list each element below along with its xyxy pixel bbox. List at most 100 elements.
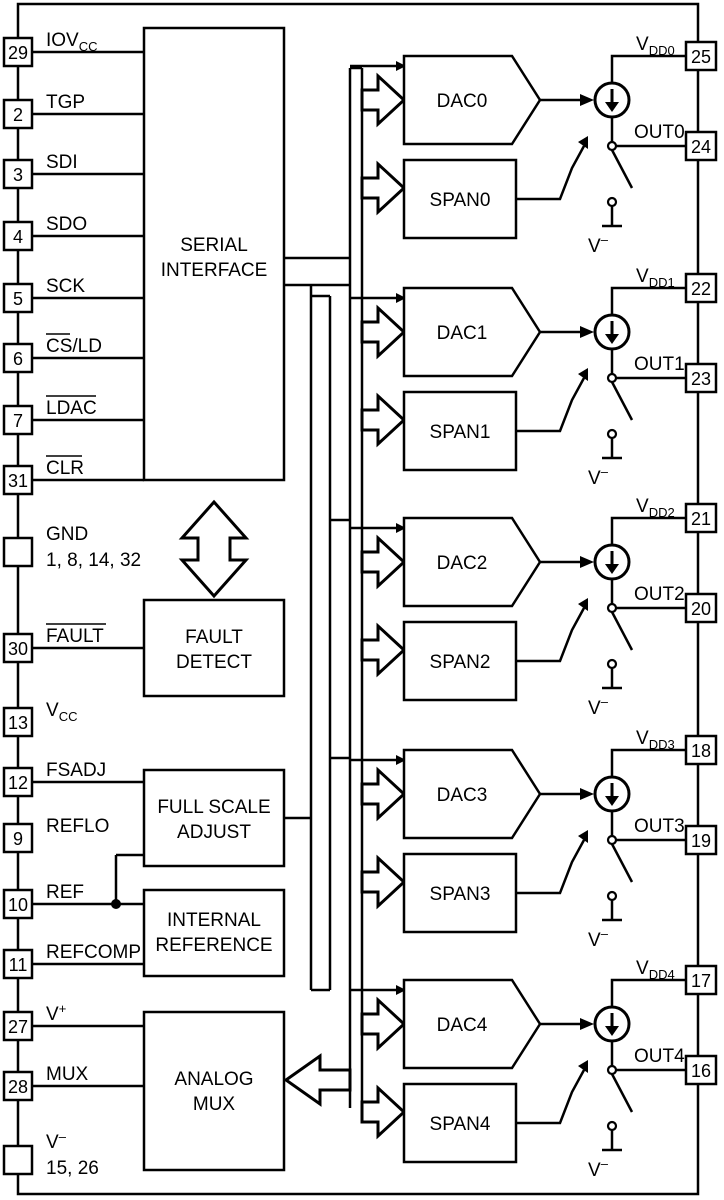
- left-pin-group: 29IOVCC2TGP3SDI4SDO5SCK6CS/LD7LDAC31CLRG…: [2, 30, 144, 1179]
- vminus-label: V–: [588, 1156, 609, 1181]
- pin-number: 3: [13, 165, 23, 185]
- vdd-pin: 25: [684, 40, 718, 72]
- dac-block: DAC4: [402, 978, 542, 1070]
- pin-label: CS/LD: [46, 336, 102, 357]
- current-source-icon: [593, 775, 631, 813]
- pin-label: VCC: [46, 700, 77, 724]
- dac-input-arrow: [360, 534, 407, 590]
- pin-10-13: 10 REF: [2, 882, 116, 920]
- full-scale-adjust-block: FULL SCALE ADJUST: [142, 768, 286, 868]
- pin-number: 4: [13, 227, 23, 247]
- vdd-pin-number: 22: [691, 279, 711, 299]
- out-pin-number: 20: [691, 599, 711, 619]
- serial-interface-label-1: SERIAL: [180, 235, 248, 256]
- span-label: SPAN0: [430, 190, 491, 211]
- pin-label: REF: [46, 882, 84, 903]
- vdd-label: VDD4: [636, 958, 675, 982]
- pin-number: 28: [8, 1077, 28, 1097]
- vdd-subscript: DD1: [649, 275, 675, 290]
- out-pin-number: 19: [691, 831, 711, 851]
- out-pin: 16: [684, 1054, 718, 1086]
- switch-blade: [610, 611, 634, 651]
- current-source-icon: [593, 543, 631, 581]
- ref-junction: [111, 853, 144, 909]
- full-scale-adjust-label-2: ADJUST: [177, 822, 251, 843]
- serial-interface-block: SERIAL INTERFACE: [142, 26, 286, 482]
- vdd-label: VDD2: [636, 496, 675, 520]
- pin-number: 30: [8, 639, 28, 659]
- vdd-prefix: V: [636, 496, 649, 517]
- dac-label: DAC2: [437, 553, 488, 574]
- vminus-label: V–: [588, 694, 609, 719]
- pin-label: GND: [46, 524, 88, 545]
- span-input-arrow: [360, 160, 407, 216]
- out-label: OUT0: [634, 122, 685, 143]
- vdd-pin-number: 17: [691, 971, 711, 991]
- pin-13-10: 13 VCC: [2, 700, 77, 738]
- out-pin-number: 23: [691, 369, 711, 389]
- pin-label: V+: [46, 1001, 66, 1025]
- vdd-subscript: DD0: [649, 43, 675, 58]
- out-pin-number: 16: [691, 1061, 711, 1081]
- vdd-pin-number: 21: [691, 509, 711, 529]
- vdd-subscript: DD2: [649, 505, 675, 520]
- span-label: SPAN4: [430, 1114, 491, 1135]
- switch-blade: [610, 149, 634, 189]
- span-label: SPAN1: [430, 422, 491, 443]
- full-scale-adjust-label-1: FULL SCALE: [157, 797, 270, 818]
- vdd-prefix: V: [636, 34, 649, 55]
- switch-blade: [610, 1073, 634, 1113]
- vdd-pin-number: 25: [691, 47, 711, 67]
- internal-reference-block: INTERNAL REFERENCE: [142, 888, 286, 978]
- dac-block: DAC3: [402, 748, 542, 840]
- switch-blade: [610, 843, 634, 883]
- vdd-label: VDD0: [636, 34, 675, 58]
- dac-label: DAC4: [437, 1015, 488, 1036]
- vdd-pin: 18: [684, 734, 718, 766]
- vdd-pin-number: 18: [691, 741, 711, 761]
- span-input-arrow: [360, 392, 407, 448]
- pin-label-pins: 15, 26: [46, 1158, 99, 1179]
- internal-bus: [284, 66, 364, 1108]
- pin-number: 9: [13, 829, 23, 849]
- internal-reference-label-1: INTERNAL: [167, 910, 261, 931]
- current-source-icon: [593, 81, 631, 119]
- dac-input-arrow: [360, 72, 407, 128]
- pin-number: 10: [8, 895, 28, 915]
- current-source-icon: [593, 1005, 631, 1043]
- pin-number: 11: [9, 955, 28, 975]
- pin-number: 27: [8, 1017, 28, 1037]
- switch-blade: [610, 381, 634, 421]
- vdd-subscript: DD3: [649, 737, 675, 752]
- pin-label: V–: [46, 1129, 67, 1153]
- pin-label: FAULT: [46, 626, 104, 647]
- out-pin: 24: [684, 130, 718, 162]
- serial-interface-label-2: INTERFACE: [161, 260, 268, 281]
- out-pin-number: 24: [691, 137, 711, 157]
- current-source-icon: [593, 313, 631, 351]
- out-label: OUT2: [634, 584, 685, 605]
- analog-mux-label-1: ANALOG: [174, 1069, 253, 1090]
- pin-number: 6: [13, 349, 23, 369]
- pin-number: 29: [8, 43, 28, 63]
- fault-detect-label-1: FAULT: [185, 627, 243, 648]
- dac-input-arrow: [360, 304, 407, 360]
- out-label: OUT4: [634, 1046, 685, 1067]
- pin-group-17: V– 15, 26: [2, 1129, 99, 1179]
- vdd-subscript: DD4: [649, 967, 675, 982]
- pin-number: 12: [8, 773, 28, 793]
- pin-number: 13: [8, 713, 28, 733]
- vdd-prefix: V: [636, 728, 649, 749]
- out-pin: 23: [684, 362, 718, 394]
- pin-label: MUX: [46, 1064, 89, 1085]
- vdd-pin: 17: [684, 964, 718, 996]
